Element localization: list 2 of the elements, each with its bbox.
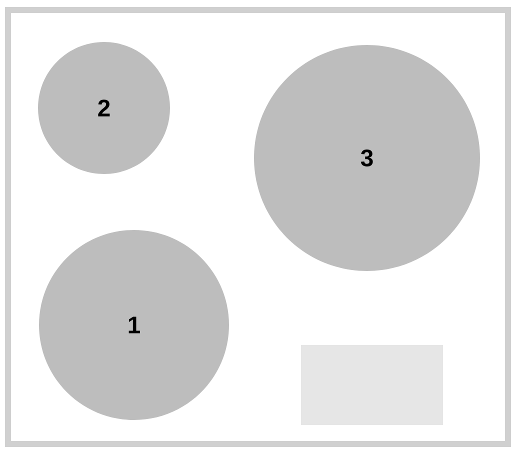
- cooktop-frame: [5, 7, 511, 447]
- panel-rectangle: [301, 345, 443, 425]
